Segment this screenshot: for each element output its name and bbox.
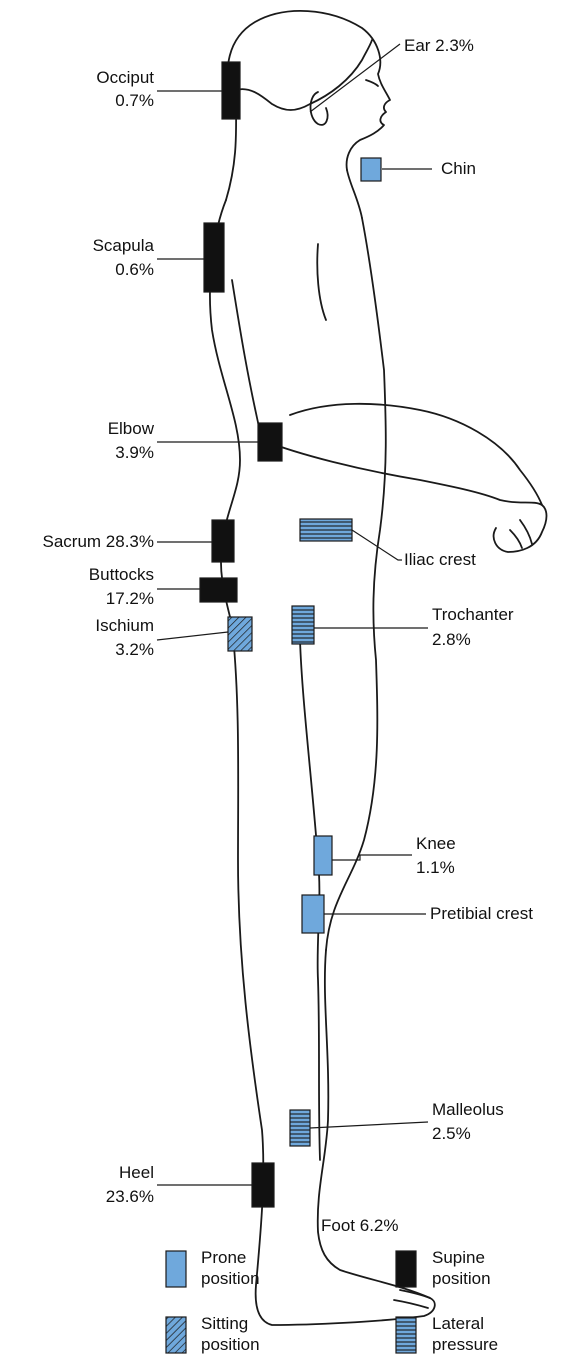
label-ischium-value: 3.2% — [115, 640, 154, 660]
label-heel-name: Heel — [119, 1163, 154, 1183]
chest-detail — [317, 244, 326, 320]
legend-swatch-prone — [166, 1251, 186, 1287]
legend-sitting-line1: Sitting — [201, 1313, 260, 1334]
label-buttocks-name: Buttocks — [89, 565, 154, 585]
marker-elbow-supine — [258, 423, 282, 461]
marker-buttocks-supine — [200, 578, 237, 602]
label-elbow-value: 3.9% — [115, 443, 154, 463]
label-knee-name: Knee — [416, 834, 456, 854]
legend-prone-line1: Prone — [201, 1247, 260, 1268]
legend-sitting-line2: position — [201, 1334, 260, 1355]
arm-top-outline — [290, 404, 542, 505]
legend-supine-line2: position — [432, 1268, 491, 1289]
marker-ischium-sitting — [228, 617, 252, 651]
front-outline — [326, 218, 386, 950]
label-pretibial-crest: Pretibial crest — [430, 904, 533, 924]
neck-front — [347, 170, 362, 218]
marker-chin-prone — [361, 158, 381, 181]
label-sacrum: Sacrum 28.3% — [43, 532, 155, 552]
hair-outline — [236, 40, 372, 110]
label-occiput-value: 0.7% — [115, 91, 154, 111]
legend-swatch-supine — [396, 1251, 416, 1287]
legend-swatch-lateral — [396, 1317, 416, 1353]
label-malleolus-name: Malleolus — [432, 1100, 504, 1120]
marker-pretibial-prone — [302, 895, 324, 933]
leader-knee — [332, 855, 412, 860]
label-heel-value: 23.6% — [106, 1187, 154, 1207]
toes-detail — [394, 1290, 430, 1308]
legend-swatch-sitting — [166, 1317, 186, 1353]
marker-trochanter-lateral — [292, 606, 314, 644]
label-elbow-name: Elbow — [108, 419, 154, 439]
label-malleolus-value: 2.5% — [432, 1124, 471, 1144]
label-scapula-name: Scapula — [93, 236, 154, 256]
marker-sacrum-supine — [212, 520, 234, 562]
hand-detail — [510, 520, 532, 548]
marker-iliac-lateral — [300, 519, 352, 541]
label-foot: Foot 6.2% — [321, 1216, 399, 1236]
leader-ischium — [157, 632, 228, 640]
label-trochanter-name: Trochanter — [432, 605, 514, 625]
legend-lateral-line1: Lateral — [432, 1313, 498, 1334]
marker-occiput-supine — [222, 62, 240, 119]
legend-lateral-line2: pressure — [432, 1334, 498, 1355]
marker-malleolus-lateral — [290, 1110, 310, 1146]
legend-prone: Prone position — [201, 1247, 260, 1289]
label-buttocks-value: 17.2% — [106, 589, 154, 609]
legend-supine: Supine position — [432, 1247, 491, 1289]
label-ischium-name: Ischium — [95, 616, 154, 636]
legend-prone-line2: position — [201, 1268, 260, 1289]
label-knee-value: 1.1% — [416, 858, 455, 878]
legend-sitting: Sitting position — [201, 1313, 260, 1355]
marker-heel-supine — [252, 1163, 274, 1207]
legend-lateral: Lateral pressure — [432, 1313, 498, 1355]
label-occiput-name: Occiput — [96, 68, 154, 88]
face-detail — [366, 80, 378, 86]
label-chin: Chin — [441, 159, 476, 179]
arm-outline — [232, 280, 547, 552]
label-iliac-crest: Iliac crest — [404, 550, 476, 570]
label-scapula-value: 0.6% — [115, 260, 154, 280]
marker-scapula-supine — [204, 223, 224, 292]
marker-knee-prone — [314, 836, 332, 875]
label-trochanter-value: 2.8% — [432, 630, 471, 650]
label-ear: Ear 2.3% — [404, 36, 474, 56]
legend-supine-line1: Supine — [432, 1247, 491, 1268]
